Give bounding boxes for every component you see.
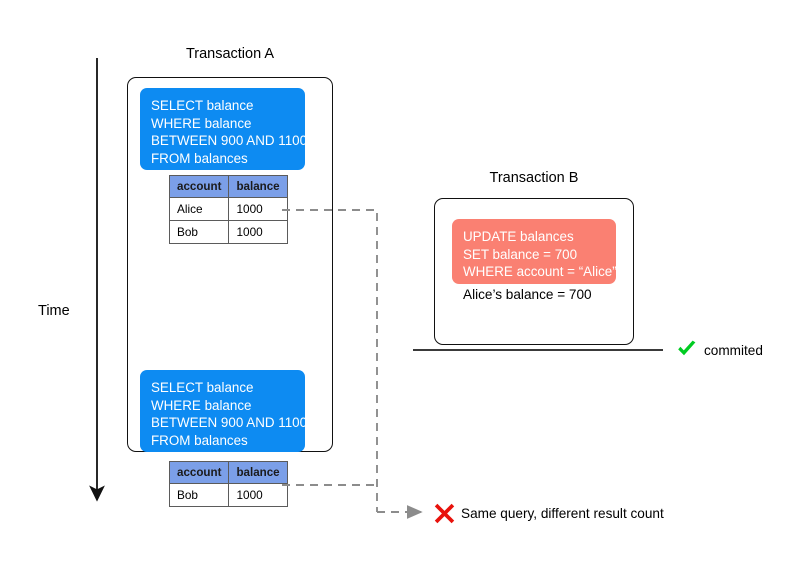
transaction-b-title: Transaction B	[489, 170, 579, 186]
transaction-b-commit-baseline	[413, 349, 663, 352]
transaction-a-query-second: SELECT balance WHERE balance BETWEEN 900…	[140, 370, 307, 452]
table-row: Alice 1000	[168, 197, 288, 221]
column-header-balance: balance	[228, 461, 288, 484]
cell-account: Bob	[168, 220, 230, 244]
column-header-account: account	[168, 461, 230, 484]
status-problem: Same query, different result count	[434, 503, 664, 524]
time-axis-label: Time	[38, 303, 70, 319]
transaction-b-query: UPDATE balances SET balance = 700 WHERE …	[452, 219, 617, 284]
green-check-icon	[678, 340, 696, 356]
cell-account: Alice	[168, 197, 230, 221]
table-row: Bob 1000	[168, 483, 288, 507]
cell-account: Bob	[168, 483, 230, 507]
transaction-a-query-first: SELECT balance WHERE balance BETWEEN 900…	[140, 88, 307, 170]
red-cross-icon	[434, 503, 455, 524]
transaction-b-note: Alice’s balance = 700	[463, 287, 592, 302]
transaction-a-title: Transaction A	[185, 46, 275, 62]
status-committed-label: commited	[704, 342, 763, 358]
table-header-row: account balance	[168, 175, 288, 198]
table-header-row: account balance	[168, 461, 288, 484]
cell-balance: 1000	[228, 197, 288, 221]
status-committed: commited	[676, 340, 763, 360]
table-row: Bob 1000	[168, 220, 288, 244]
status-problem-label: Same query, different result count	[461, 506, 664, 521]
transaction-a-result-second: account balance Bob 1000	[168, 461, 288, 507]
transaction-a-result-first: account balance Alice 1000 Bob 1000	[168, 175, 288, 244]
column-header-account: account	[168, 175, 230, 198]
cell-balance: 1000	[228, 483, 288, 507]
cell-balance: 1000	[228, 220, 288, 244]
column-header-balance: balance	[228, 175, 288, 198]
